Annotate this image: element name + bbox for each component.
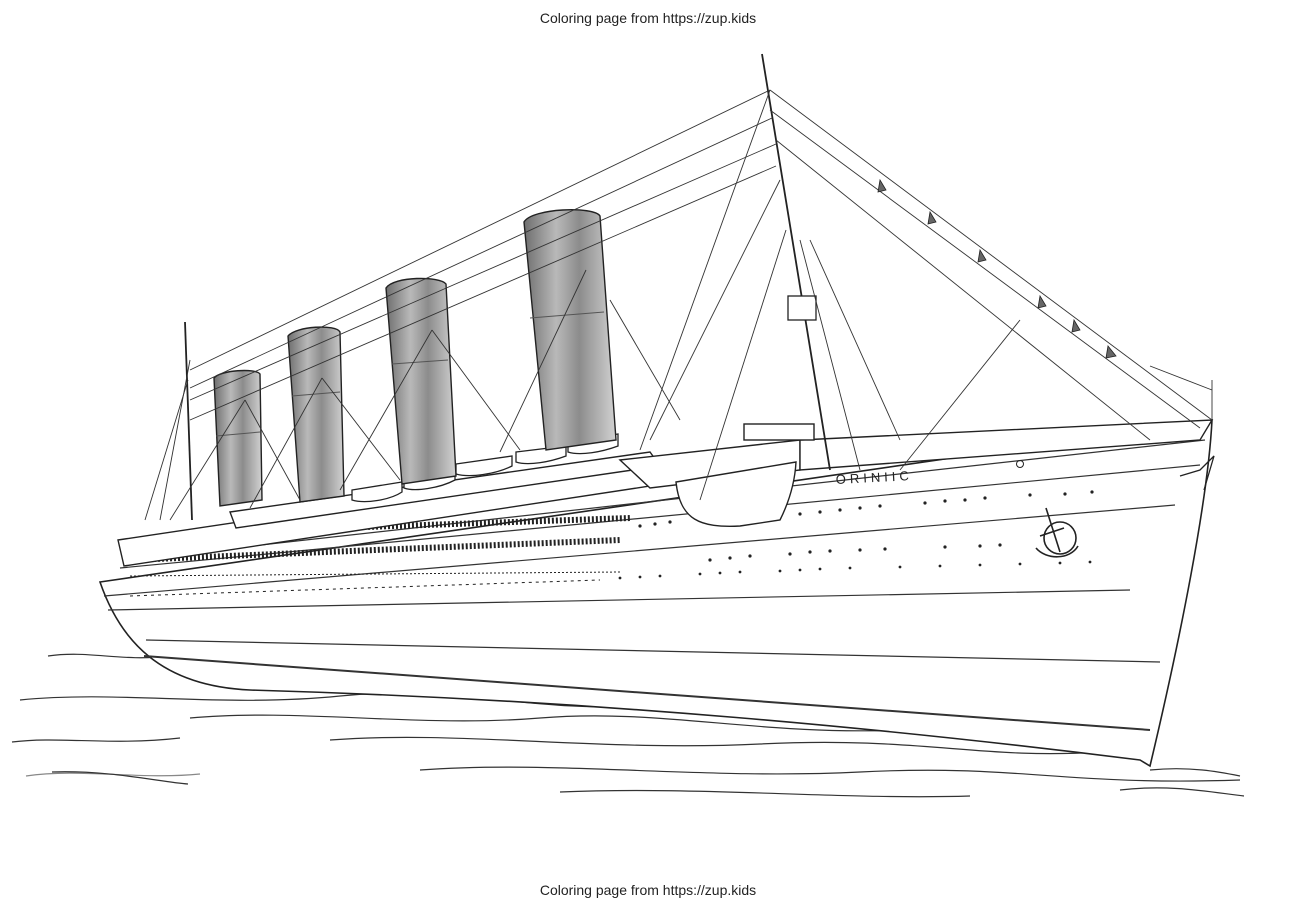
superstructure [117, 419, 1214, 567]
anchor-icon [1035, 507, 1079, 558]
bow-ornament [1179, 455, 1215, 491]
signal-flags [877, 178, 1117, 359]
funnel-3 [385, 277, 457, 485]
funnel-4 [523, 209, 617, 451]
ship-name-label: ORINIIC [835, 468, 913, 487]
header-caption: Coloring page from https://zup.kids [539, 10, 757, 26]
sea-waves [11, 653, 1245, 798]
funnel-2 [287, 326, 345, 503]
ship-hull [98, 419, 1213, 768]
funnels [213, 209, 617, 507]
rigging [144, 89, 1213, 521]
hull-ring [1016, 460, 1024, 468]
footer-caption: Coloring page from https://zup.kids [539, 882, 757, 898]
portholes [618, 490, 1094, 580]
hull-lines [103, 439, 1206, 731]
